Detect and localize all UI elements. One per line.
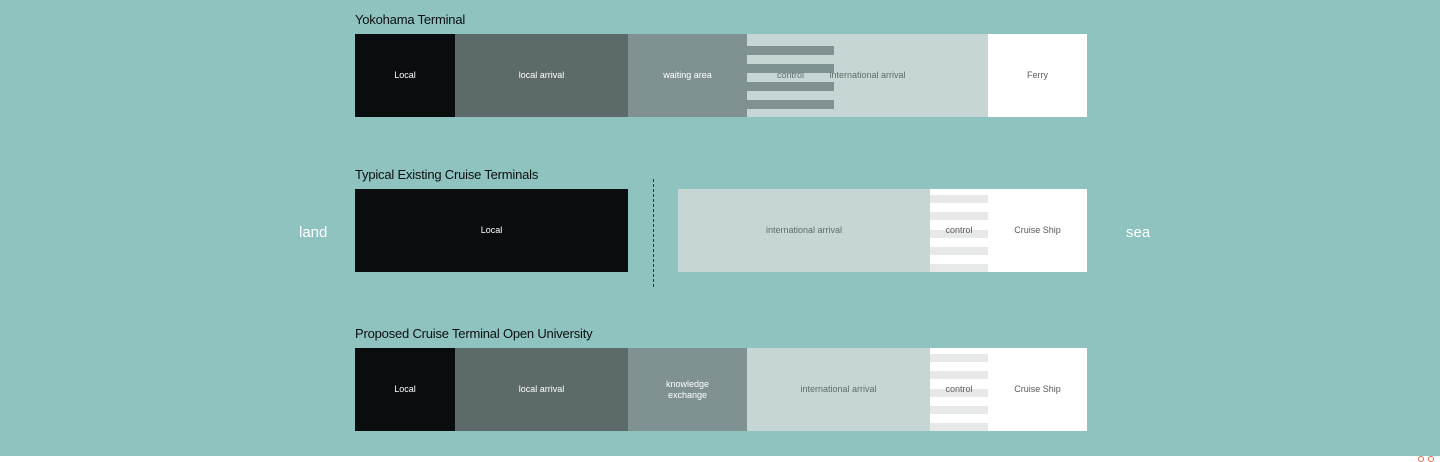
knowledge-exchange-zone: knowledge exchange <box>628 348 747 431</box>
control-zone: control <box>930 348 988 431</box>
waiting-area-zone: waiting area <box>628 34 747 117</box>
local-zone-label: Local <box>480 225 503 235</box>
control-stripe <box>930 354 988 362</box>
proposed-terminal-title: Proposed Cruise Terminal Open University <box>355 326 593 341</box>
local-arrival-label: local arrival <box>518 384 565 394</box>
control-stripe <box>930 230 988 238</box>
control-stripe <box>747 100 834 109</box>
international-arrival-zone: international arrival <box>678 189 930 272</box>
local-zone: Local <box>355 189 628 272</box>
existing-terminals-land-bar: Local <box>355 189 628 272</box>
local-zone: Local <box>355 348 455 431</box>
yokohama-terminal-bar: Local local arrival waiting area interna… <box>355 34 1087 117</box>
control-label: control <box>776 70 804 80</box>
cruise-ship-label: Cruise Ship <box>1014 384 1061 394</box>
control-label: control <box>945 384 973 394</box>
ferry-label: Ferry <box>1027 70 1048 80</box>
control-stripe <box>930 423 988 431</box>
waiting-area-label: waiting area <box>663 70 712 80</box>
ferry-zone: Ferry <box>988 34 1087 117</box>
cruise-ship-label: Cruise Ship <box>1014 225 1061 235</box>
control-label: control <box>945 225 973 235</box>
sea-label: sea <box>1126 224 1151 241</box>
local-zone-label: Local <box>394 70 416 80</box>
control-stripe <box>930 247 988 255</box>
cruise-ship-label-zone: Cruise Ship <box>988 189 1087 272</box>
control-barrier <box>747 34 834 117</box>
existing-terminals-sea-bar: international arrival control Cruise Shi… <box>678 189 1087 272</box>
international-arrival-label: international arrival <box>765 225 843 235</box>
land-label: land <box>299 224 328 241</box>
control-stripe <box>930 389 988 397</box>
cruise-ship-label-zone: Cruise Ship <box>988 348 1087 431</box>
international-arrival-label: international arrival <box>829 70 906 80</box>
separation-line <box>653 179 654 287</box>
local-arrival-zone: local arrival <box>455 34 628 117</box>
yokohama-terminal-title: Yokohama Terminal <box>355 12 466 27</box>
control-stripe <box>930 371 988 379</box>
control-zone: control <box>930 189 988 272</box>
control-stripe <box>747 64 834 73</box>
international-arrival-label: international arrival <box>800 384 877 394</box>
existing-terminals-title: Typical Existing Cruise Terminals <box>355 167 539 182</box>
local-arrival-label: local arrival <box>518 70 565 80</box>
control-stripe <box>930 264 988 272</box>
control-stripe <box>930 406 988 414</box>
local-arrival-zone: local arrival <box>455 348 628 431</box>
control-stripe <box>930 195 988 203</box>
international-arrival-zone: international arrival <box>747 348 930 431</box>
control-stripe <box>930 212 988 220</box>
control-barrier <box>930 189 988 272</box>
local-zone-label: Local <box>394 384 416 394</box>
control-barrier <box>930 348 988 431</box>
control-zone: control <box>747 34 834 117</box>
local-zone: Local <box>355 34 455 117</box>
proposed-terminal-bar: Local local arrival knowledge exchange i… <box>355 348 1087 431</box>
control-stripe <box>747 46 834 55</box>
control-stripe <box>747 82 834 91</box>
knowledge-exchange-label: knowledge exchange <box>665 378 710 400</box>
